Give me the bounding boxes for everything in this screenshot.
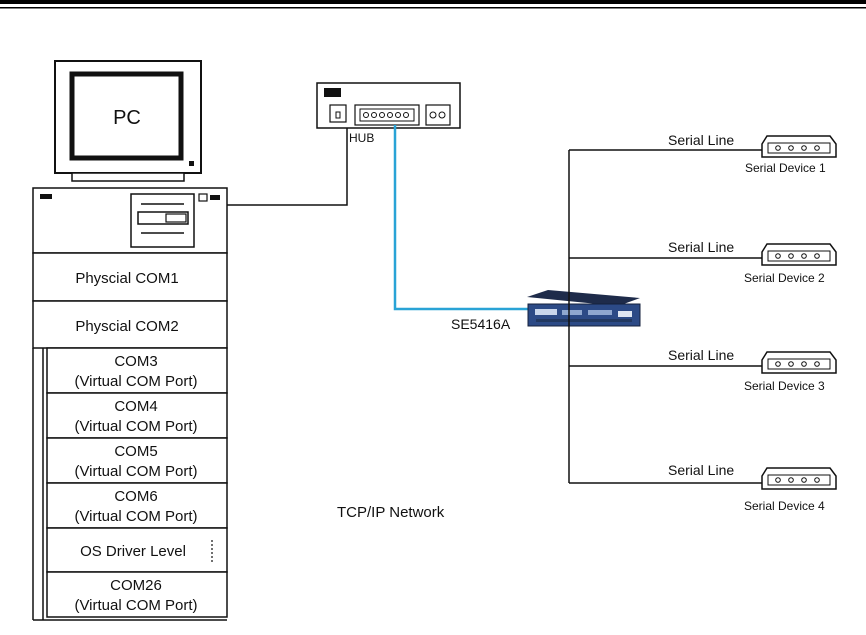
port-sublabel-com26: (Virtual COM Port) xyxy=(74,597,197,614)
serial-device-label-2: Serial Device 2 xyxy=(744,271,825,285)
device-server-label: SE5416A xyxy=(451,316,511,332)
serial-line-label-2: Serial Line xyxy=(668,239,734,255)
port-label-com4: COM4 xyxy=(114,398,157,415)
pc-tower xyxy=(32,108,348,254)
serial-line-label-4: Serial Line xyxy=(668,462,734,478)
port-label-com2: Physcial COM2 xyxy=(75,318,178,335)
network-label: TCP/IP Network xyxy=(337,504,445,521)
hub-label: HUB xyxy=(349,131,374,145)
port-label-com26: COM26 xyxy=(110,577,162,594)
port-label-com5: COM5 xyxy=(114,443,157,460)
serial-device-2: Serial Line Serial Device 2 xyxy=(668,239,837,285)
port-label-com3: COM3 xyxy=(114,353,157,370)
serial-device-1: Serial Line Serial Device 1 xyxy=(668,132,837,175)
com-port-labels: Physcial COM1 Physcial COM2 COM3 (Virtua… xyxy=(74,270,197,614)
pc-monitor: PC xyxy=(54,60,202,182)
port-label-com6: COM6 xyxy=(114,488,157,505)
serial-bus xyxy=(568,149,762,484)
serial-line-label-1: Serial Line xyxy=(668,132,734,148)
serial-device-label-3: Serial Device 3 xyxy=(744,379,825,393)
serial-line-label-3: Serial Line xyxy=(668,347,734,363)
port-sublabel-com5: (Virtual COM Port) xyxy=(74,463,197,480)
port-label-os-driver: OS Driver Level xyxy=(80,543,186,560)
header-rule xyxy=(0,0,866,9)
port-sublabel-com6: (Virtual COM Port) xyxy=(74,508,197,525)
port-label-com1: Physcial COM1 xyxy=(75,270,178,287)
serial-device-label-4: Serial Device 4 xyxy=(744,499,825,513)
com-port-stack xyxy=(32,252,228,621)
port-sublabel-com3: (Virtual COM Port) xyxy=(74,373,197,390)
port-sublabel-com4: (Virtual COM Port) xyxy=(74,418,197,435)
device-server: SE5416A xyxy=(451,290,641,332)
network-cable xyxy=(393,125,528,311)
serial-device-4: Serial Line Serial Device 4 xyxy=(668,462,837,513)
hub: HUB xyxy=(316,82,461,145)
serial-device-3: Serial Line Serial Device 3 xyxy=(668,347,837,393)
pc-label: PC xyxy=(113,107,141,129)
serial-device-label-1: Serial Device 1 xyxy=(745,161,826,175)
